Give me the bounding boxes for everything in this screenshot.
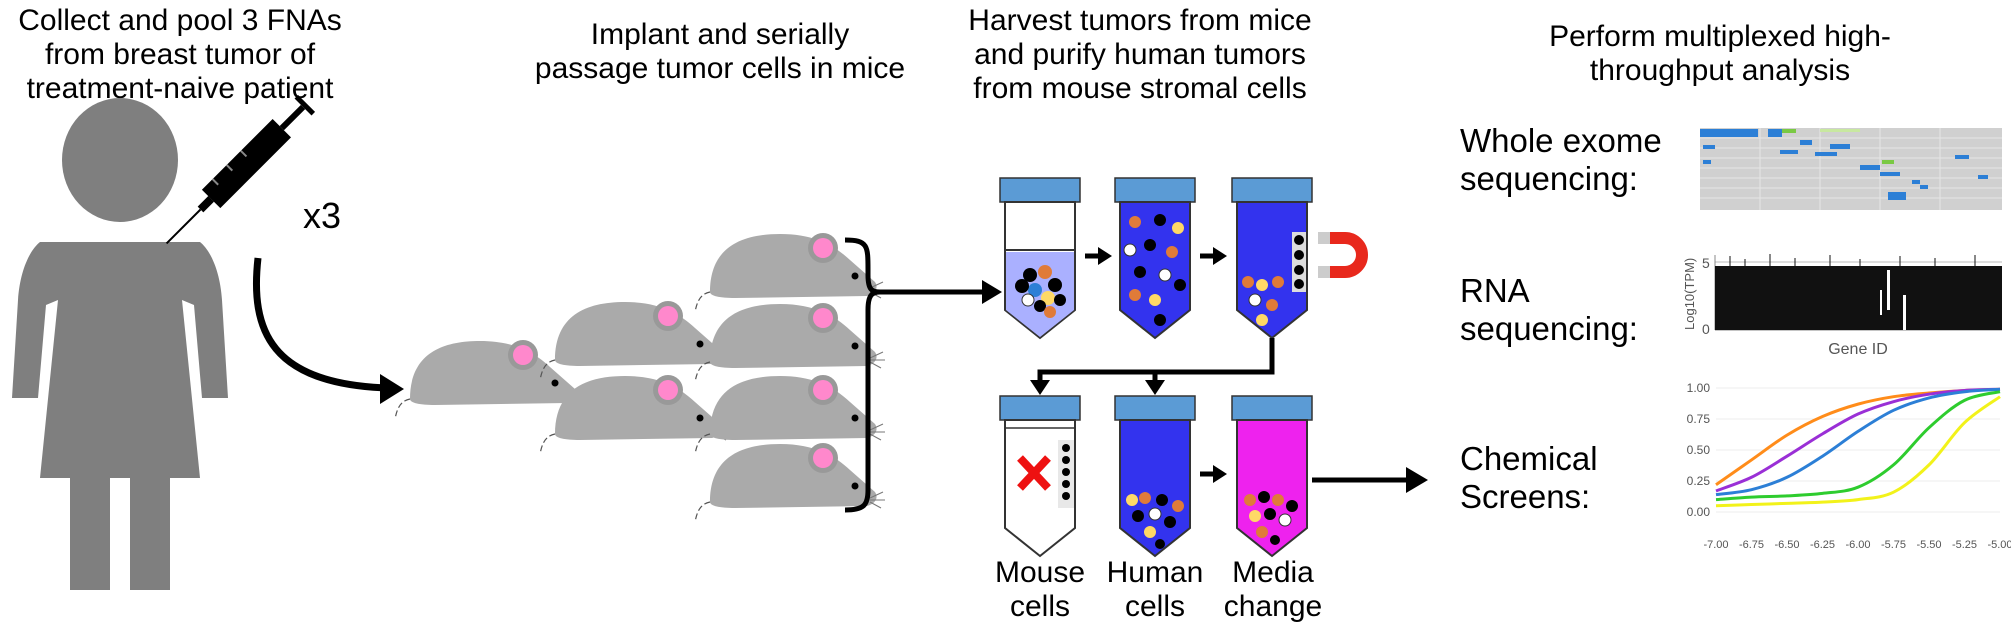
step1-title: Collect and pool 3 FNAs from breast tumo… [18,4,342,105]
step3-title: Harvest tumors from mice and purify huma… [968,4,1312,105]
chem-xtick: -6.50 [1774,539,1799,551]
mouse-gen2-a [539,300,731,381]
patient-silhouette [12,98,228,590]
chem-xtick: -7.00 [1703,539,1728,551]
chem-ytick: 0.25 [1687,474,1711,488]
chem-ytick: 0.00 [1687,505,1711,519]
rna-plot: 5 0 Log10(TPM) Gene ID [1682,254,2002,358]
tube-mixed [999,177,1081,340]
arrowhead-media-to-analysis [1406,467,1428,493]
arrowhead-tube2-to-tube3 [1213,247,1227,265]
chem-series-line-4 [1715,395,2001,508]
analysis-label-rna: RNA sequencing: [1460,272,1638,347]
arrowhead-to-mouse-tube [1030,380,1050,395]
chem-xtick: -5.25 [1952,539,1977,551]
exome-heatmap [1700,128,2002,210]
step2-title: Implant and serially passage tumor cells… [534,18,906,85]
chem-xtick: -5.75 [1881,539,1906,551]
tube-media-change [1231,395,1313,558]
tube-mixed-blue [1114,177,1196,340]
arrowhead-to-human-tube [1145,380,1165,395]
output-label-mouse: Mouse cells [994,556,1086,623]
multiplier-label: x3 [302,195,342,236]
chem-series-line-2 [1715,387,2001,497]
magnet-icon [1318,232,1368,278]
rna-ylabel: Log10(TPM) [1682,258,1697,330]
syringe-icon [165,94,316,245]
chem-series-line-3 [1715,390,2001,502]
chem-xtick: -6.00 [1845,539,1870,551]
arrow-patient-to-mouse [252,257,391,392]
chem-xtick: -5.00 [1987,539,2011,551]
tube-magnet-sort [1231,177,1313,340]
output-label-human: Human cells [1106,556,1204,623]
chem-plot: 1.00 0.75 0.50 0.25 0.00 -7.00 -6.75 -6.50 -6.2… [1687,381,2011,551]
chem-xtick: -6.75 [1739,539,1764,551]
mouse-gen3-c [694,374,886,455]
chem-ytick: 1.00 [1687,381,1711,395]
analysis-label-wes: Whole exome sequencing: [1460,122,1662,197]
arrowhead-human-to-media [1213,465,1227,483]
branch-lines [1037,338,1275,385]
tube-human-cells [1114,395,1196,558]
step4-title: Perform multiplexed high- throughput ana… [1549,20,1891,87]
arrowhead-bracket-to-tube [982,280,1002,304]
rna-ytick-5: 5 [1702,255,1710,271]
rna-xlabel: Gene ID [1828,341,1888,358]
tube-mouse-cells [999,395,1081,558]
chem-series-line-1 [1715,387,2001,493]
chem-xtick: -6.25 [1810,539,1835,551]
discard-cross-icon [1017,455,1051,491]
arrowhead-patient-to-mouse [380,374,404,404]
chem-ytick: 0.50 [1687,443,1711,457]
chem-ytick: 0.75 [1687,412,1711,426]
arrowhead-tube1-to-tube2 [1098,247,1112,265]
rna-ytick-0: 0 [1702,321,1710,337]
analysis-label-chem: Chemical Screens: [1460,440,1598,515]
mouse-gen3-b [694,302,886,383]
chem-xtick: -5.50 [1916,539,1941,551]
output-label-media: Media change [1223,556,1323,623]
mouse-gen3-a [694,232,886,313]
